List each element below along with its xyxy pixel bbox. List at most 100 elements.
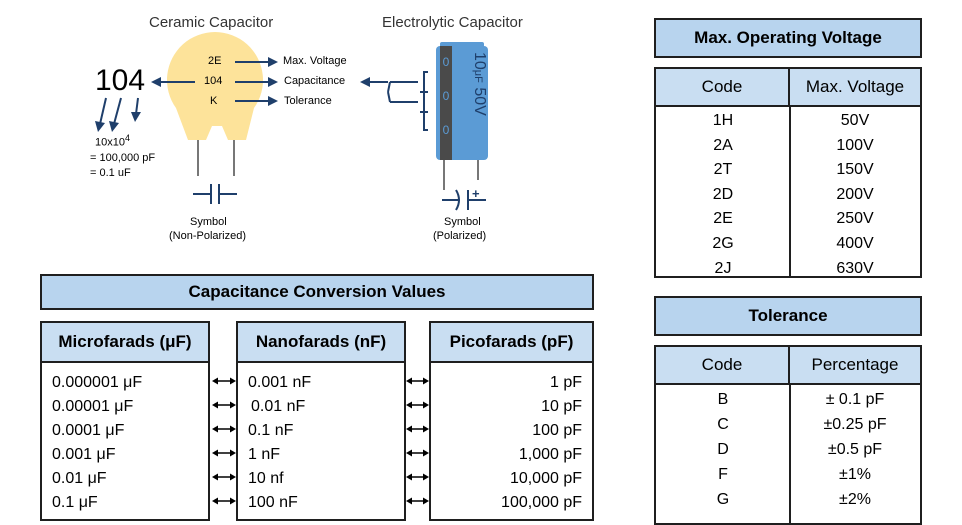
list-item: 1 pF: [549, 374, 582, 391]
nanofarads-header: Nanofarads (nF): [236, 321, 406, 363]
tolerance-title: Tolerance: [654, 296, 922, 336]
label-max-voltage: Max. Voltage: [283, 55, 347, 67]
voltage-table: Code Max. Voltage 1H 2A 2T 2D 2E 2G 2J 5…: [654, 67, 922, 278]
svg-text:0: 0: [443, 123, 450, 137]
arrow-head-left: [212, 497, 218, 505]
table-cell: 2G: [712, 234, 734, 252]
table-cell: C: [717, 416, 729, 433]
table-cell: 2E: [713, 210, 733, 228]
table-cell: ±1%: [839, 466, 871, 483]
calc-base: 10x104: [95, 133, 130, 149]
arrow-head-left: [212, 473, 218, 481]
arrow-head-right: [230, 377, 236, 385]
table-cell: D: [717, 441, 729, 458]
table-cell: 2A: [713, 136, 733, 154]
nanofarads-column: Nanofarads (nF) 0.001 nF 0.01 nF 0.1 nF …: [236, 321, 406, 521]
double-arrow-icon: [406, 377, 429, 505]
label-tolerance: Tolerance: [284, 95, 332, 107]
electrolytic-symbol-sub: (Polarized): [433, 230, 487, 242]
table-cell: 100V: [836, 136, 874, 154]
table-cell: 1H: [712, 112, 734, 129]
electrolytic-capacitor-diagram: 0 0 0: [360, 42, 488, 211]
ceramic-code-voltage: 2E: [208, 55, 222, 67]
polarized-plus-sign: +: [472, 186, 480, 201]
arrow-head-right: [423, 377, 429, 385]
list-item: 10,000 pF: [509, 470, 582, 487]
table-cell: 630V: [836, 259, 874, 277]
arrow-head-right: [423, 401, 429, 409]
table-cell: G: [716, 491, 730, 508]
svg-text:0: 0: [443, 89, 450, 103]
microfarads-header: Microfarads (μF): [40, 321, 210, 363]
list-item: 10 pF: [541, 398, 582, 415]
list-item: 1 nF: [248, 446, 281, 463]
table-cell: B: [717, 391, 729, 408]
voltage-col-code: Code: [656, 69, 790, 107]
list-item: 100 pF: [532, 422, 582, 439]
tolerance-values: ± 0.1 pF ±0.25 pF ±0.5 pF ±1% ±2%: [790, 387, 920, 512]
table-cell: 2T: [713, 161, 733, 179]
arrow-head-left: [406, 401, 412, 409]
ceramic-capacitor-diagram: [95, 32, 278, 204]
table-cell: 200V: [836, 185, 874, 203]
calc-pf: = 100,000 pF: [90, 152, 156, 164]
list-item: 10 nf: [248, 470, 284, 487]
label-capacitance: Capacitance: [284, 75, 346, 87]
voltage-title: Max. Operating Voltage: [654, 18, 922, 58]
calc-exponent: 4: [124, 133, 130, 143]
arrow-head-left: [212, 425, 218, 433]
ceramic-code-main: 104: [95, 64, 146, 97]
tolerance-codes: B C D F G: [656, 387, 790, 512]
non-polarized-symbol-icon: [193, 184, 237, 204]
tolerance-col-code: Code: [656, 347, 790, 385]
list-item: 0.0001 μF: [52, 422, 125, 439]
ceramic-title: Ceramic Capacitor: [149, 14, 274, 31]
voltage-codes: 1H 2A 2T 2D 2E 2G 2J: [656, 109, 790, 281]
table-cell: F: [718, 466, 728, 483]
table-cell: 150V: [836, 161, 874, 179]
table-cell: 2J: [714, 259, 732, 277]
svg-text:0: 0: [443, 55, 450, 69]
table-cell: 250V: [836, 210, 874, 228]
arrow-head-left: [406, 449, 412, 457]
arrow-head-left: [212, 401, 218, 409]
picofarads-values: 1 pF 10 pF 100 pF 1,000 pF 10,000 pF 100…: [501, 371, 582, 515]
list-item: 0.01 μF: [52, 470, 107, 487]
arrow-head-right: [230, 473, 236, 481]
tolerance-table: Code Percentage B C D F G ± 0.1 pF ±0.25…: [654, 345, 922, 525]
tolerance-col-value: Percentage: [790, 347, 920, 385]
arrow-head-right: [230, 401, 236, 409]
ceramic-body: [167, 32, 263, 140]
table-cell: ± 0.1 pF: [825, 391, 885, 408]
arrow-head-right: [230, 449, 236, 457]
ceramic-code-capacitance: 104: [204, 75, 223, 87]
arrow-head-right: [423, 425, 429, 433]
arrow-head-left: [212, 449, 218, 457]
list-item: 0.00001 μF: [52, 398, 134, 415]
electrolytic-symbol-label: Symbol: [444, 216, 481, 228]
arrow-head-left: [212, 377, 218, 385]
list-item: 0.1 nF: [248, 422, 294, 439]
voltage-values: 50V 100V 150V 200V 250V 400V 630V: [790, 109, 920, 281]
table-cell: ±0.25 pF: [823, 416, 887, 433]
double-arrow-icon: [212, 377, 236, 505]
calc-uf: = 0.1 uF: [90, 167, 131, 179]
arrow-head-right: [423, 497, 429, 505]
conversion-arrows: [212, 377, 429, 505]
electrolytic-title: Electrolytic Capacitor: [382, 14, 523, 31]
ceramic-symbol-label: Symbol: [190, 216, 227, 228]
table-cell: 400V: [836, 234, 874, 252]
arrow-head-left: [406, 377, 412, 385]
arrow-head-left: [406, 425, 412, 433]
list-item: 0.001 nF: [248, 374, 312, 391]
table-cell: 50V: [840, 112, 870, 129]
list-item: 1,000 pF: [518, 446, 582, 463]
polarized-symbol-icon: [442, 189, 486, 211]
list-item: 0.001 μF: [52, 446, 116, 463]
table-cell: ±2%: [839, 491, 871, 508]
arrow-head-right: [230, 497, 236, 505]
arrow-head-right: [230, 425, 236, 433]
arrow-head-right: [423, 449, 429, 457]
arrow-head-right: [423, 473, 429, 481]
list-item: 0.000001 μF: [52, 374, 143, 391]
